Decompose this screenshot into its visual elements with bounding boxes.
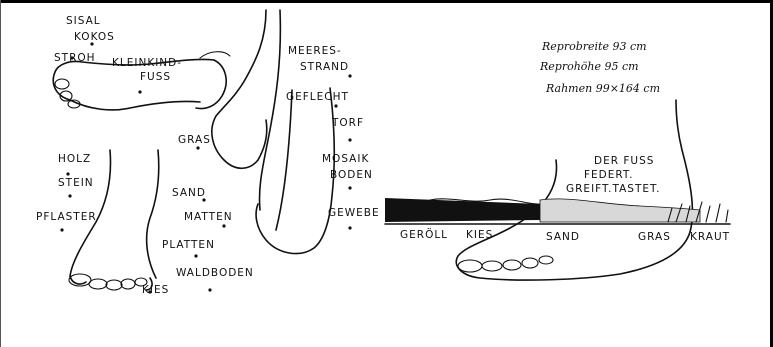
label-greift-tastet: GREIFT.TASTET. (566, 183, 661, 195)
label-der-fuss: DER FUSS (594, 155, 654, 167)
label-geroell: GERÖLL (400, 228, 448, 241)
label-gras-left: GRAS (178, 134, 211, 146)
note-reprobreite: Reprobreite 93 cm (541, 40, 647, 53)
label-kleinkindfuss-2: FUSS (140, 71, 171, 83)
label-torf: TORF (331, 117, 364, 129)
label-waldboden: WALDBODEN (176, 267, 254, 279)
label-stroh: STROH (54, 52, 96, 64)
label-sand-right: SAND (546, 231, 580, 243)
note-reprohoehe: Reprohöhe 95 cm (539, 60, 639, 73)
label-gewebe: GEWEBE (328, 207, 380, 219)
label-stein: STEIN (58, 177, 94, 189)
label-gras-right: GRAS (638, 231, 671, 243)
label-sisal: SISAL (66, 15, 101, 27)
note-rahmen: Rahmen 99×164 cm (545, 82, 660, 95)
label-matten: MATTEN (184, 211, 233, 223)
label-meeresstrand-1: MEERES- (288, 45, 342, 57)
label-kies-right: KIES (466, 229, 493, 241)
label-sand-left: SAND (172, 187, 206, 199)
label-kleinkindfuss-1: KLEINKIND- (112, 57, 182, 69)
label-pflaster: PFLASTER (36, 211, 97, 223)
label-platten: PLATTEN (162, 239, 215, 251)
material-dots (60, 42, 351, 293)
label-kokos: KOKOS (74, 31, 115, 43)
label-federt: FEDERT. (584, 169, 633, 181)
label-holz: HOLZ (58, 153, 91, 165)
label-geflecht: GEFLECHT (286, 91, 349, 103)
label-mosaikboden-2: BODEN (330, 169, 373, 181)
label-kies-left: KIES (142, 284, 169, 296)
label-kraut: KRAUT (690, 231, 730, 243)
label-meeresstrand-2: STRAND (300, 61, 349, 73)
label-mosaikboden-1: MOSAIK (322, 153, 369, 165)
ground-strip-drawing (385, 198, 730, 224)
